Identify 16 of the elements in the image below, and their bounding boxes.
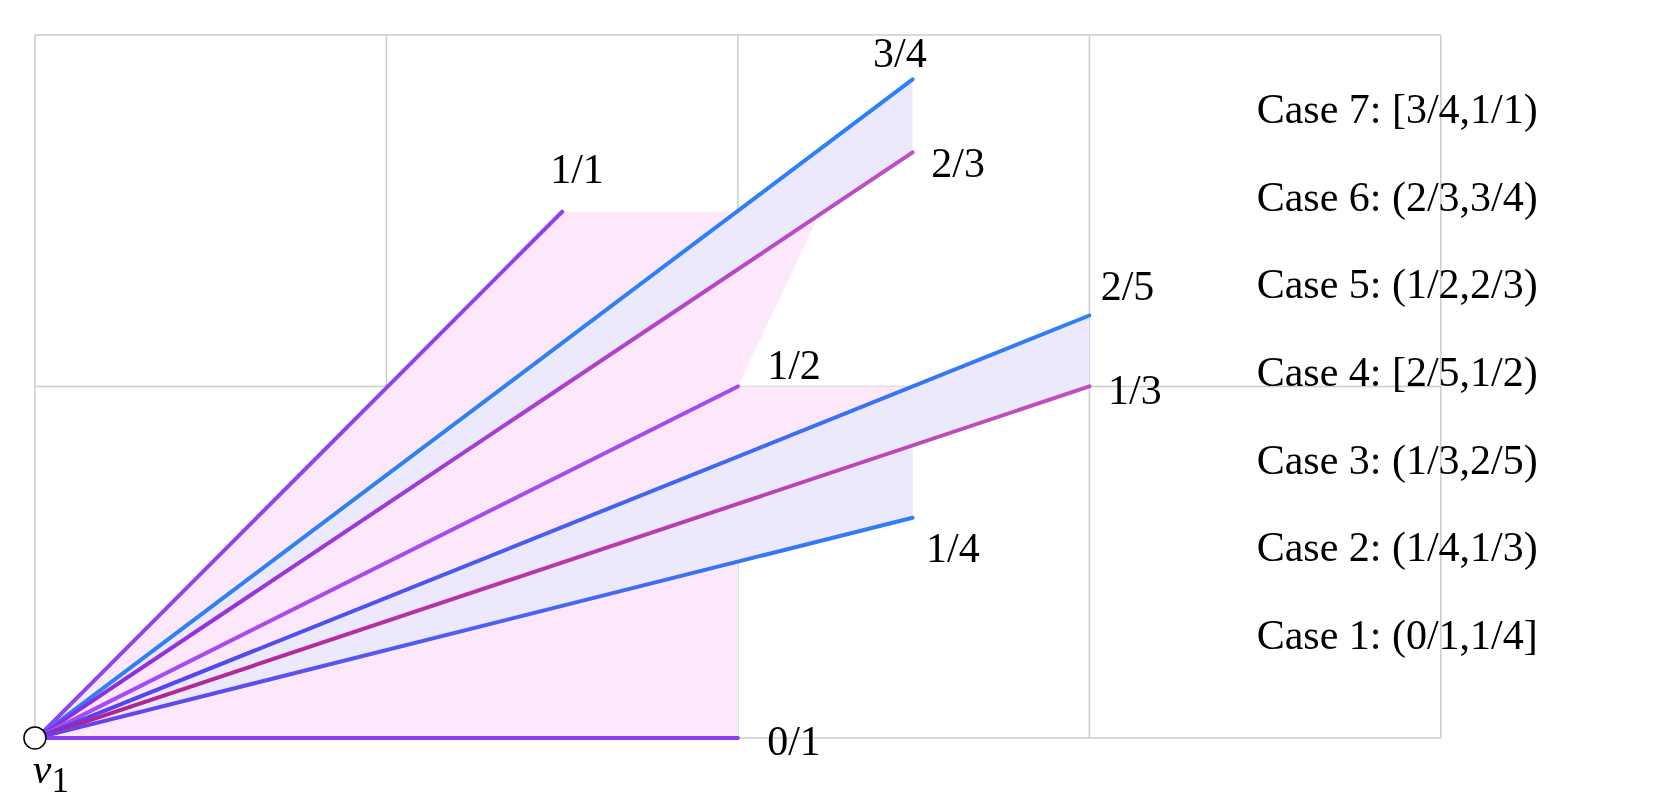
ray-label: 3/4 xyxy=(873,31,927,74)
ray-label: 1/4 xyxy=(925,527,980,570)
ray-label: 2/5 xyxy=(1100,264,1155,307)
ray-label: 1/1 xyxy=(550,148,604,191)
ray-label: 2/3 xyxy=(931,142,985,185)
case-label: Case 4: [2/5,1/2) xyxy=(1256,351,1538,393)
case-label: Case 2: (1/4,1/3) xyxy=(1256,526,1538,569)
ray-label: 0/1 xyxy=(767,720,821,763)
case-label: Case 6: (2/3,3/4) xyxy=(1256,175,1538,218)
ray-label: 1/3 xyxy=(1108,368,1162,411)
case-label: Case 5: (1/2,2/3) xyxy=(1256,263,1538,306)
case-label: Case 7: [3/4,1/1) xyxy=(1256,88,1538,131)
ray-label: 1/2 xyxy=(767,344,821,387)
case-label: Case 1: (0/1,1/4] xyxy=(1256,614,1538,656)
case-label: Case 3: (1/3,2/5) xyxy=(1256,438,1538,481)
vertex-label: v$_{1}$ xyxy=(32,747,69,798)
